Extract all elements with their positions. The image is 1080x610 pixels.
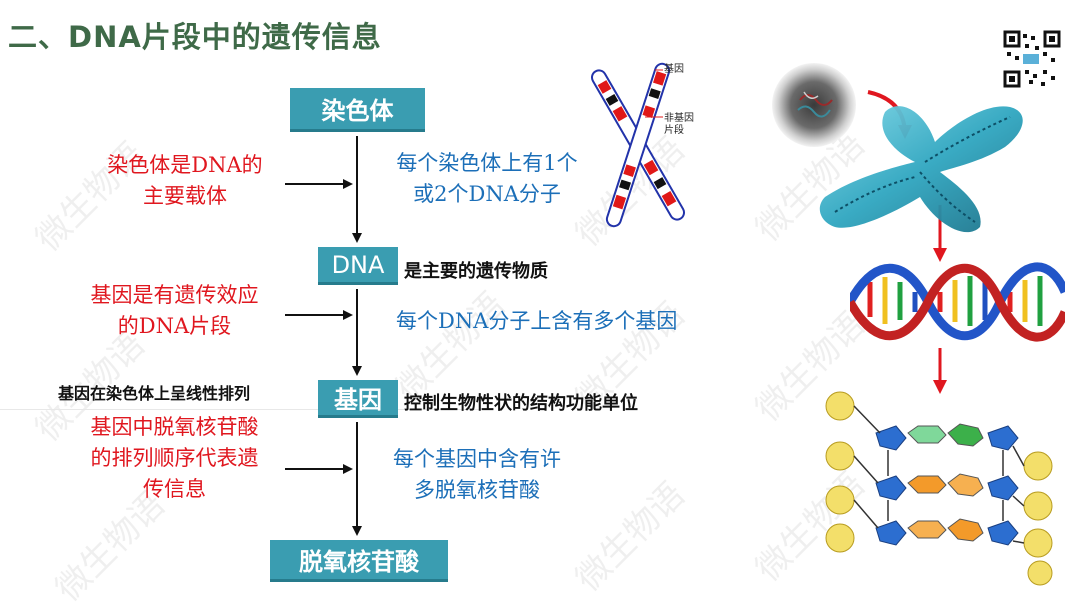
- chromosome-schematic: [583, 55, 708, 240]
- qr-code: [1003, 30, 1061, 88]
- box-chromosome: 染色体: [290, 88, 425, 132]
- note-genes-per-dna: 每个DNA分子上含有多个基因: [396, 306, 677, 337]
- note-nucleotides-per-gene: 每个基因中含有许 多脱氧核苷酸: [366, 444, 588, 506]
- note-dna-main: 是主要的遗传物质: [404, 257, 548, 283]
- nucleotide-chain-illustration: [818, 388, 1063, 588]
- label-gene: 基因: [664, 64, 684, 76]
- dna-helix-illustration: [850, 262, 1065, 342]
- note-dna-per-chromosome: 每个染色体上有1个 或2个DNA分子: [372, 148, 602, 210]
- box-gene: 基因: [318, 380, 398, 418]
- note-gene-linear: 基因在染色体上呈线性排列: [58, 380, 250, 404]
- note-gene-function: 控制生物性状的结构功能单位: [404, 389, 638, 415]
- box-deoxynucleotide: 脱氧核苷酸: [270, 540, 448, 582]
- label-non-gene: 非基因 片段: [664, 113, 694, 137]
- chromosome-illustration: [815, 92, 1037, 240]
- note-gene-info: 基因中脱氧核苷酸 的排列顺序代表遗 传信息: [62, 412, 287, 505]
- note-chromosome-carrier: 染色体是DNA的 主要载体: [80, 150, 290, 212]
- note-gene-definition: 基因是有遗传效应 的DNA片段: [62, 280, 287, 342]
- box-dna: DNA: [318, 247, 398, 285]
